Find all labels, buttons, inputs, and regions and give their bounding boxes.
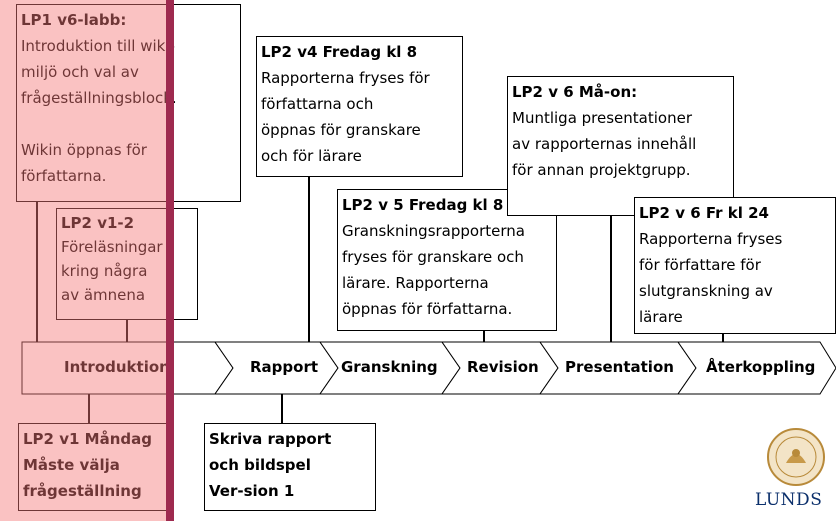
box-line: och för lärare	[261, 147, 362, 165]
box-line: Måste välja	[23, 456, 120, 474]
phase-revision: Revision	[467, 358, 539, 376]
box-title: LP2 v 6 Må-on:	[512, 83, 638, 101]
box-title: LP1 v6-labb:	[21, 11, 127, 29]
box-line: slutgranskning av	[639, 282, 773, 300]
box-line: författarna och	[261, 95, 374, 113]
box-lp2-v6-ma-on: LP2 v 6 Må-on: Muntliga presentationer a…	[507, 76, 734, 216]
phase-granskning: Granskning	[341, 358, 438, 376]
box-line: Föreläsningar	[61, 238, 163, 256]
box-line: författarna.	[21, 167, 107, 185]
box-line: av rapporternas innehåll	[512, 135, 697, 153]
box-lp1-v6-labb: LP1 v6-labb: Introduktion till wiki- mil…	[16, 4, 241, 202]
box-line: öppnas för författarna.	[342, 300, 513, 318]
box-line: Granskningsrapporterna	[342, 222, 525, 240]
box-line: lärare	[639, 308, 683, 326]
box-title: LP2 v 5 Fredag kl 8	[342, 196, 504, 214]
box-line: Introduktion till wiki-	[21, 37, 175, 55]
box-lp2-v4: LP2 v4 Fredag kl 8 Rapporterna fryses fö…	[256, 36, 463, 177]
phase-presentation: Presentation	[565, 358, 674, 376]
connector-skriva	[281, 394, 283, 424]
box-line: kring några	[61, 262, 148, 280]
phase-rapport: Rapport	[250, 358, 319, 376]
box-line: miljö och val av	[21, 63, 139, 81]
box-line: öppnas för granskare	[261, 121, 421, 139]
highlight-overlay	[0, 0, 166, 521]
connector-lp2-v1-mon	[88, 394, 90, 424]
box-skriva-rapport: Skriva rapport och bildspel Ver-sion 1	[204, 423, 376, 511]
connector-lp2-v5	[483, 330, 485, 342]
connector-lp2-v4	[308, 175, 310, 342]
logo-text: LUNDS	[755, 490, 823, 510]
box-line: lärare. Rapporterna	[342, 274, 489, 292]
box-line: Muntliga presentationer	[512, 109, 692, 127]
box-line: Skriva rapport	[209, 430, 332, 448]
box-line: för annan projektgrupp.	[512, 161, 691, 179]
box-title: LP2 v4 Fredag kl 8	[261, 43, 418, 61]
box-line: Ver-sion 1	[209, 482, 295, 500]
box-lp2-v1-2: LP2 v1-2 Föreläsningar kring några av äm…	[56, 208, 198, 320]
box-line: av ämnena	[61, 286, 146, 304]
connector-lp2-v6-mon	[610, 215, 612, 342]
box-line: Rapporterna fryses	[639, 230, 783, 248]
box-line: frågeställning	[23, 482, 142, 500]
connector-lp2-v1-2	[126, 318, 128, 342]
chevron-aterkoppling	[677, 341, 836, 395]
current-time-marker	[166, 0, 174, 521]
box-line: och bildspel	[209, 456, 311, 474]
phase-aterkoppling: Återkoppling	[706, 358, 816, 376]
connector-lp2-v6-fri	[722, 333, 724, 342]
box-line: Rapporterna fryses för	[261, 69, 430, 87]
box-line: fryses för granskare och	[342, 248, 524, 266]
box-title: LP2 v1-2	[61, 214, 135, 232]
box-line: LP2 v1 Måndag	[23, 430, 152, 448]
connector-lp1	[36, 200, 38, 342]
phase-introduktion: Introduktion	[64, 358, 170, 376]
box-lp2-v6-fr: LP2 v 6 Fr kl 24 Rapporterna fryses för …	[634, 197, 836, 334]
box-title: LP2 v 6 Fr kl 24	[639, 204, 769, 222]
box-lp2-v1-mandag: LP2 v1 Måndag Måste välja frågeställning	[18, 423, 168, 511]
box-line: Wikin öppnas för	[21, 141, 147, 159]
box-line: frågeställningsblock.	[21, 89, 177, 107]
box-line: för författare för	[639, 256, 761, 274]
university-seal-icon	[767, 428, 825, 486]
